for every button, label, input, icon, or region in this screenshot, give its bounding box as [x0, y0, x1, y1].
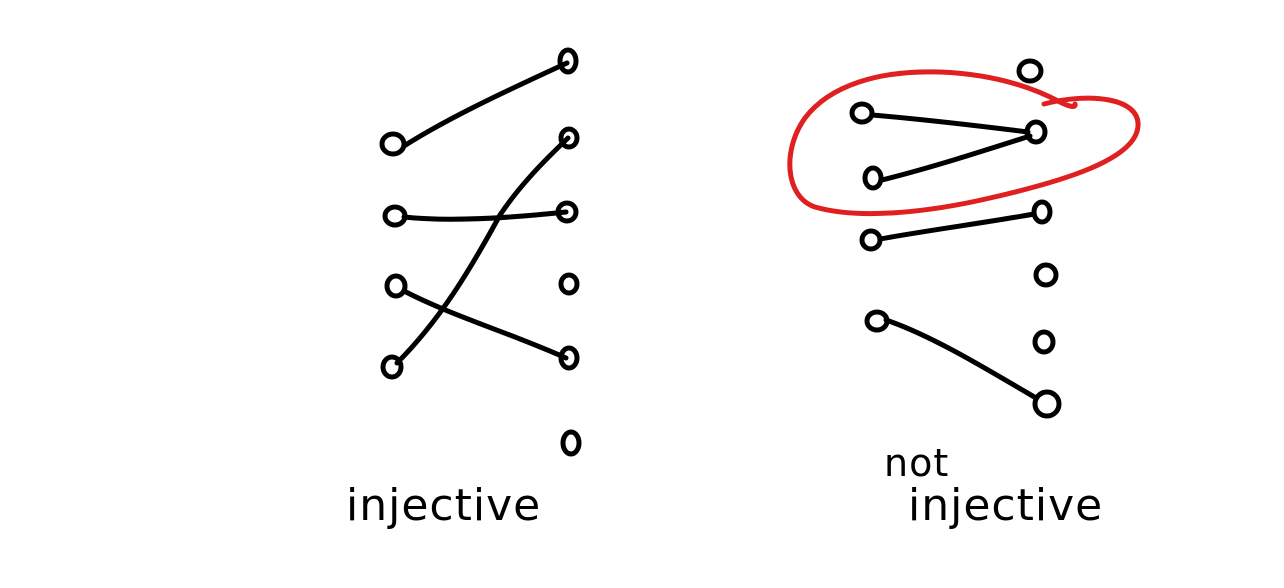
- codomain-point-4: [1033, 262, 1059, 288]
- injective-mapping: [379, 47, 582, 457]
- domain-point-3: [384, 273, 408, 299]
- domain-point-2: [382, 204, 408, 228]
- codomain-point-3: [1031, 199, 1053, 225]
- non-injective-mapping: [849, 58, 1062, 419]
- domain-point-2: [862, 165, 884, 191]
- domain-point-1: [379, 131, 407, 157]
- domain-point-1: [849, 101, 875, 125]
- edge-domain4-to-codomain6: [883, 317, 1039, 401]
- edge-domain3-to-codomain3: [877, 211, 1037, 242]
- codomain-point-1: [557, 47, 579, 75]
- codomain-point-6: [560, 429, 582, 457]
- edge-domain1-to-codomain2: [869, 112, 1031, 135]
- codomain-point-1: [1016, 58, 1044, 84]
- domain-point-4: [864, 309, 890, 333]
- codomain-point-3: [555, 200, 579, 224]
- highlight-loop: [787, 69, 1141, 217]
- edge-domain4-to-codomain2: [394, 135, 571, 366]
- codomain-point-5: [1032, 329, 1056, 355]
- edge-domain3-to-codomain5: [401, 288, 569, 361]
- label-not: not: [884, 441, 950, 485]
- codomain-point-5: [558, 345, 580, 371]
- codomain-point-2: [558, 126, 580, 150]
- edge-domain2-to-codomain3: [401, 209, 569, 222]
- domain-point-4: [380, 354, 404, 380]
- codomain-point-4: [558, 272, 580, 296]
- codomain-point-2: [1024, 119, 1048, 145]
- edge-domain2-to-codomain2: [879, 133, 1033, 183]
- label-not-injective: injective: [908, 480, 1104, 531]
- edge-domain1-to-codomain1: [401, 60, 570, 149]
- domain-point-3: [859, 228, 883, 252]
- label-injective: injective: [346, 480, 542, 531]
- codomain-point-6: [1032, 389, 1062, 419]
